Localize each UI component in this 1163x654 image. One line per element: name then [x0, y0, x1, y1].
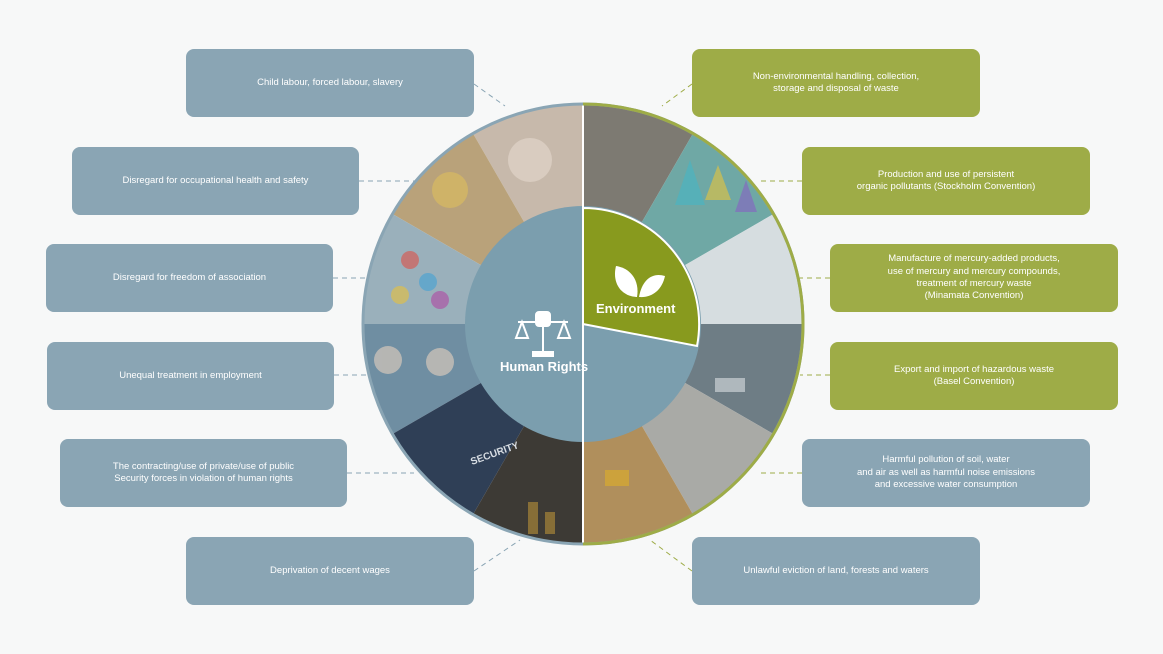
environment-label: Environment	[596, 301, 676, 316]
photo-detail-excavator	[605, 470, 629, 486]
outer-rim-right	[582, 102, 805, 546]
hr-item-decent-wages: Deprivation of decent wages	[186, 537, 474, 605]
connector-hr-6	[473, 539, 521, 572]
photo-detail-businesswoman	[426, 348, 454, 376]
env-item-waste-handling: Non-environmental handling, collection, …	[692, 49, 980, 117]
env-item-hazardous-waste: Export and import of hazardous waste (Ba…	[830, 342, 1118, 410]
photo-detail-flask-2	[705, 165, 731, 200]
photo-detail-truck	[715, 378, 745, 392]
connector-hr-1	[473, 83, 506, 107]
env-item-mercury: Manufacture of mercury-added products, u…	[830, 244, 1118, 312]
hr-item-child-labour: Child labour, forced labour, slavery	[186, 49, 474, 117]
photo-detail-coins-2	[545, 512, 555, 534]
photo-detail-person	[508, 138, 552, 182]
photo-detail-coins-1	[528, 502, 538, 534]
photo-detail-flask-1	[675, 160, 705, 205]
environment-center-wedge	[582, 206, 701, 348]
photo-detail-puzzle-purple	[431, 291, 449, 309]
hr-item-freedom-association: Disregard for freedom of association	[46, 244, 333, 312]
env-item-persistent-pollutants: Production and use of persistent organic…	[802, 147, 1090, 215]
photo-detail-flask-3	[735, 180, 757, 212]
photo-detail-puzzle-yellow	[391, 286, 409, 304]
photo-detail-puzzle-blue	[419, 273, 437, 291]
connector-env-6	[649, 539, 693, 572]
photo-detail-puzzle-red	[401, 251, 419, 269]
photo-detail-helmet	[432, 172, 468, 208]
photo-details	[374, 138, 757, 534]
hr-item-security-forces: The contracting/use of private/use of pu…	[60, 439, 347, 507]
photo-detail-businessman	[374, 346, 402, 374]
human-rights-label: Human Rights	[500, 359, 589, 374]
scales-fist-icon	[514, 311, 572, 357]
env-connectors	[649, 83, 830, 572]
connector-env-1	[661, 83, 693, 107]
env-item-unlawful-eviction: Unlawful eviction of land, forests and w…	[692, 537, 980, 605]
hr-item-health-safety: Disregard for occupational health and sa…	[72, 147, 359, 215]
leaves-icon	[614, 266, 665, 298]
env-item-harmful-pollution: Harmful pollution of soil, water and air…	[802, 439, 1090, 507]
hr-item-unequal-treatment: Unequal treatment in employment	[47, 342, 334, 410]
